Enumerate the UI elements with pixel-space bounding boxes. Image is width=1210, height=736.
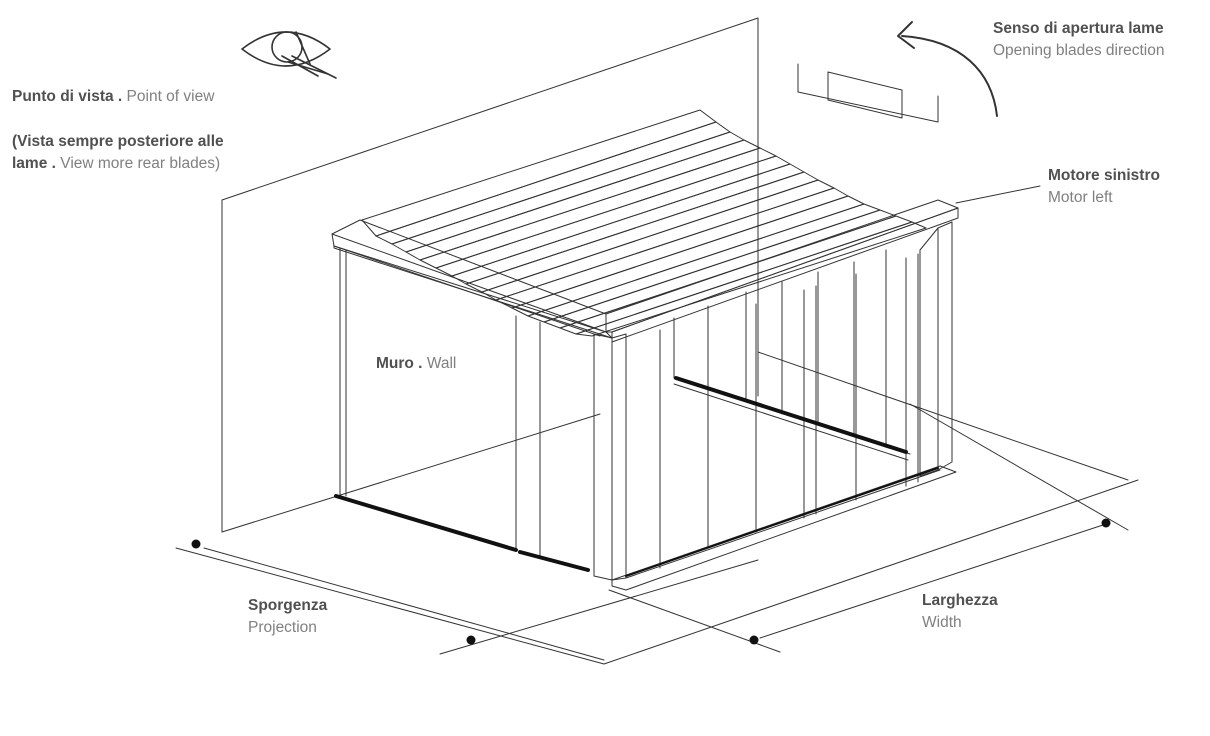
rear-view-note-line2: lame . View more rear blades) <box>12 153 220 175</box>
motor-it: Motore sinistro <box>1048 165 1160 187</box>
width-en-text: Width <box>922 614 962 631</box>
rear-view-note-line1: (Vista sempre posteriore alle <box>12 131 224 153</box>
motor-en-text: Motor left <box>1048 189 1113 206</box>
width-it: Larghezza <box>922 590 998 612</box>
rear-view-note-it1: (Vista sempre posteriore alle <box>12 133 224 150</box>
roof-blades <box>361 109 927 337</box>
opening-direction-it: Senso di apertura lame <box>993 18 1164 40</box>
motor-it-text: Motore sinistro <box>1048 167 1160 184</box>
front-corner-pillar <box>593 333 627 581</box>
right-corner-pillar <box>919 221 953 477</box>
left-pillar <box>339 247 347 497</box>
point-of-view-it: Punto di vista . <box>12 88 123 105</box>
wall-en: Wall <box>426 355 457 372</box>
width-en: Width <box>922 612 962 634</box>
curved-arrow-icon <box>897 21 998 117</box>
point-of-view-label: Punto di vista . Point of view <box>12 86 214 108</box>
wall-it: Muro . <box>376 355 423 372</box>
glass-panels <box>515 253 919 569</box>
projection-it-text: Sporgenza <box>248 597 328 614</box>
opening-direction-en-text: Opening blades direction <box>993 42 1165 59</box>
bottom-tracks <box>334 376 908 572</box>
rear-view-note-it2: lame . <box>12 155 56 172</box>
wall-label: Muro . Wall <box>376 353 456 375</box>
opening-direction-en: Opening blades direction <box>993 40 1164 62</box>
width-it-text: Larghezza <box>922 592 998 609</box>
motor-leader-line <box>955 185 1041 204</box>
roof-frame <box>331 199 959 343</box>
motor-en: Motor left <box>1048 187 1113 209</box>
floor-lines <box>175 351 1139 665</box>
rear-view-note-en: View more rear blades) <box>60 155 221 172</box>
projection-en: Projection <box>248 617 317 639</box>
dimension-dot <box>749 635 759 645</box>
dimension-dots <box>191 518 1111 645</box>
wall-outline <box>221 17 759 533</box>
opening-direction-it-text: Senso di apertura lame <box>993 20 1164 37</box>
base-rail <box>611 465 957 591</box>
eye-icon <box>241 31 337 79</box>
projection-it: Sporgenza <box>248 595 327 617</box>
dimension-dot <box>191 539 201 549</box>
inner-structure <box>673 249 911 461</box>
point-of-view-en: Point of view <box>126 88 215 105</box>
blade-sketch-icon <box>797 63 939 123</box>
projection-en-text: Projection <box>248 619 317 636</box>
dimension-dot <box>466 635 476 645</box>
dimension-dot <box>1101 518 1111 528</box>
